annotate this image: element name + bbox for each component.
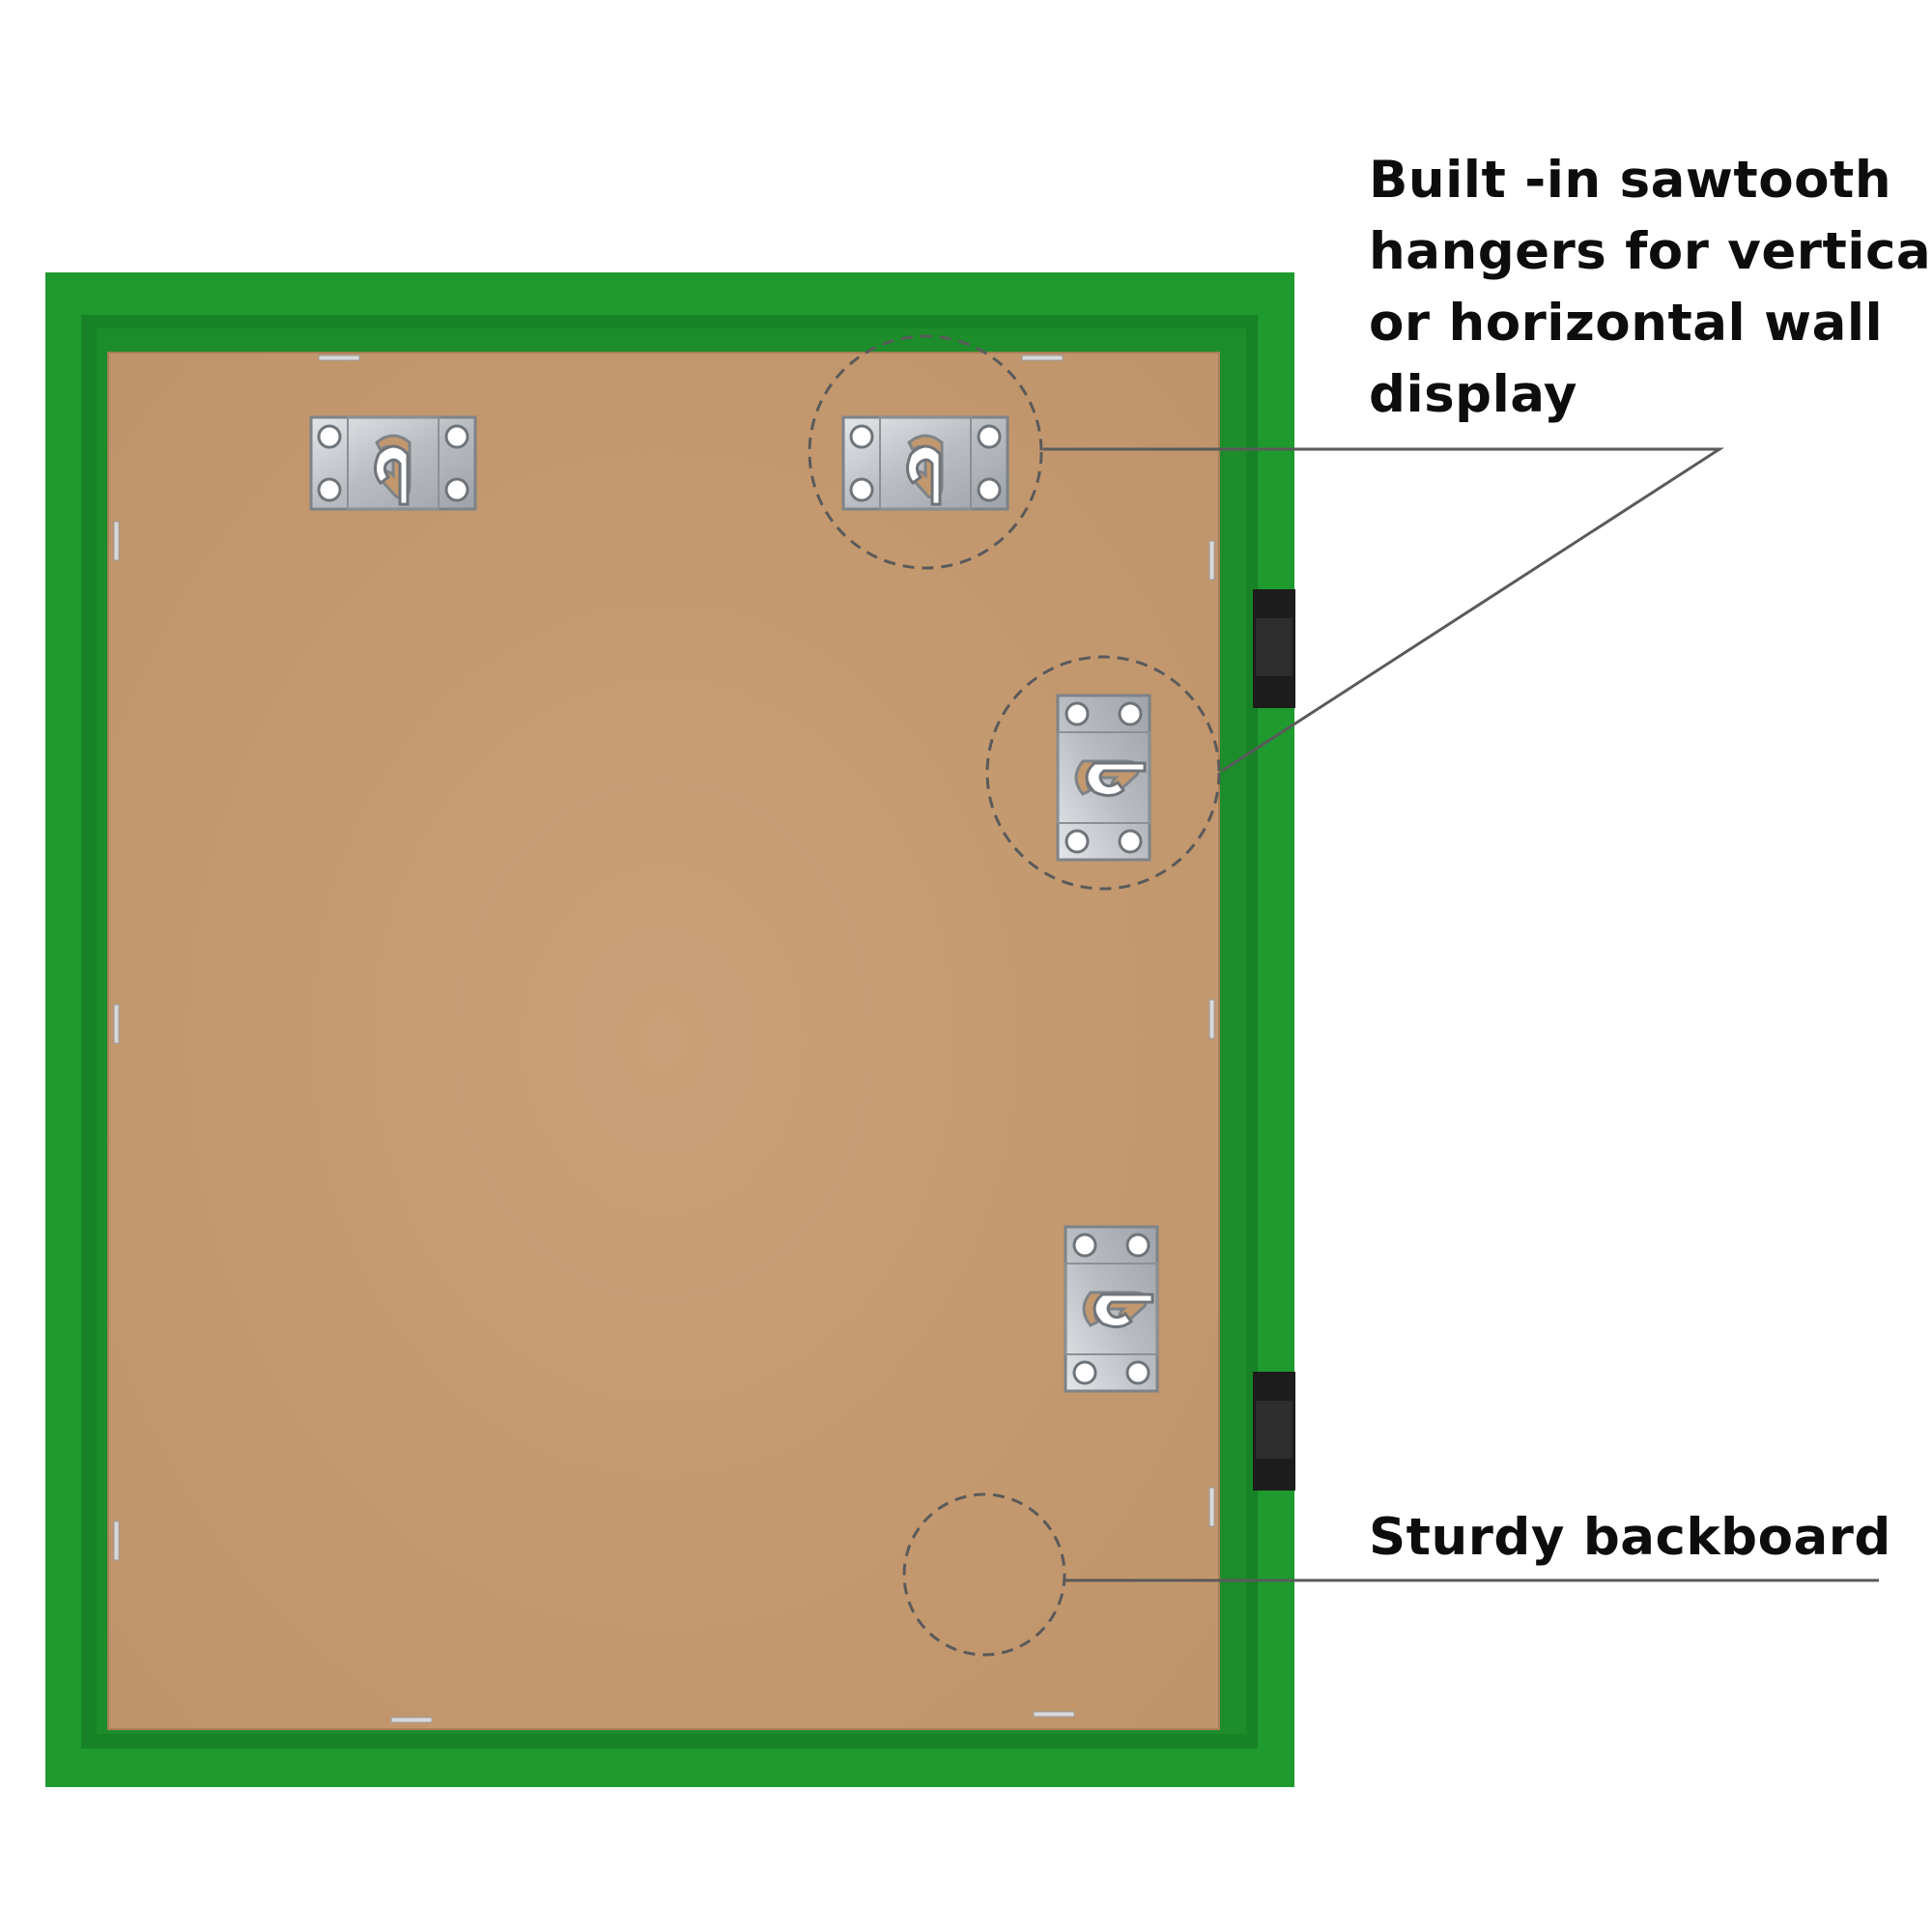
leader-line-hangers xyxy=(1043,447,1725,773)
retention-tabs xyxy=(113,355,1215,1723)
hanger-right-lower xyxy=(1064,1225,1159,1393)
caption-hangers-line-1: Built -in sawtooth xyxy=(1369,151,1892,210)
caption-sawtooth-hangers: Built -in sawtooth hangers for vertical … xyxy=(1369,145,1932,431)
leader-lines xyxy=(1043,447,1879,1582)
highlight-circles xyxy=(808,334,1221,1657)
highlight-circle-top-right-hanger xyxy=(808,334,1043,570)
backboard xyxy=(107,352,1220,1730)
highlight-circle-backboard xyxy=(902,1492,1066,1657)
hanger-top-left xyxy=(309,415,477,511)
frame-clip-bottom xyxy=(1253,1372,1295,1491)
hanger-top-right xyxy=(841,415,1009,511)
caption-hangers-line-2: hangers for vertical xyxy=(1369,222,1932,281)
caption-hangers-line-3: or horizontal wall xyxy=(1369,294,1884,353)
frame-clip-top xyxy=(1253,589,1295,708)
hanger-right-upper xyxy=(1056,694,1151,862)
highlight-circle-right-hanger xyxy=(985,655,1221,891)
caption-hangers-line-4: display xyxy=(1369,365,1577,424)
caption-sturdy-backboard: Sturdy backboard xyxy=(1369,1508,1891,1567)
